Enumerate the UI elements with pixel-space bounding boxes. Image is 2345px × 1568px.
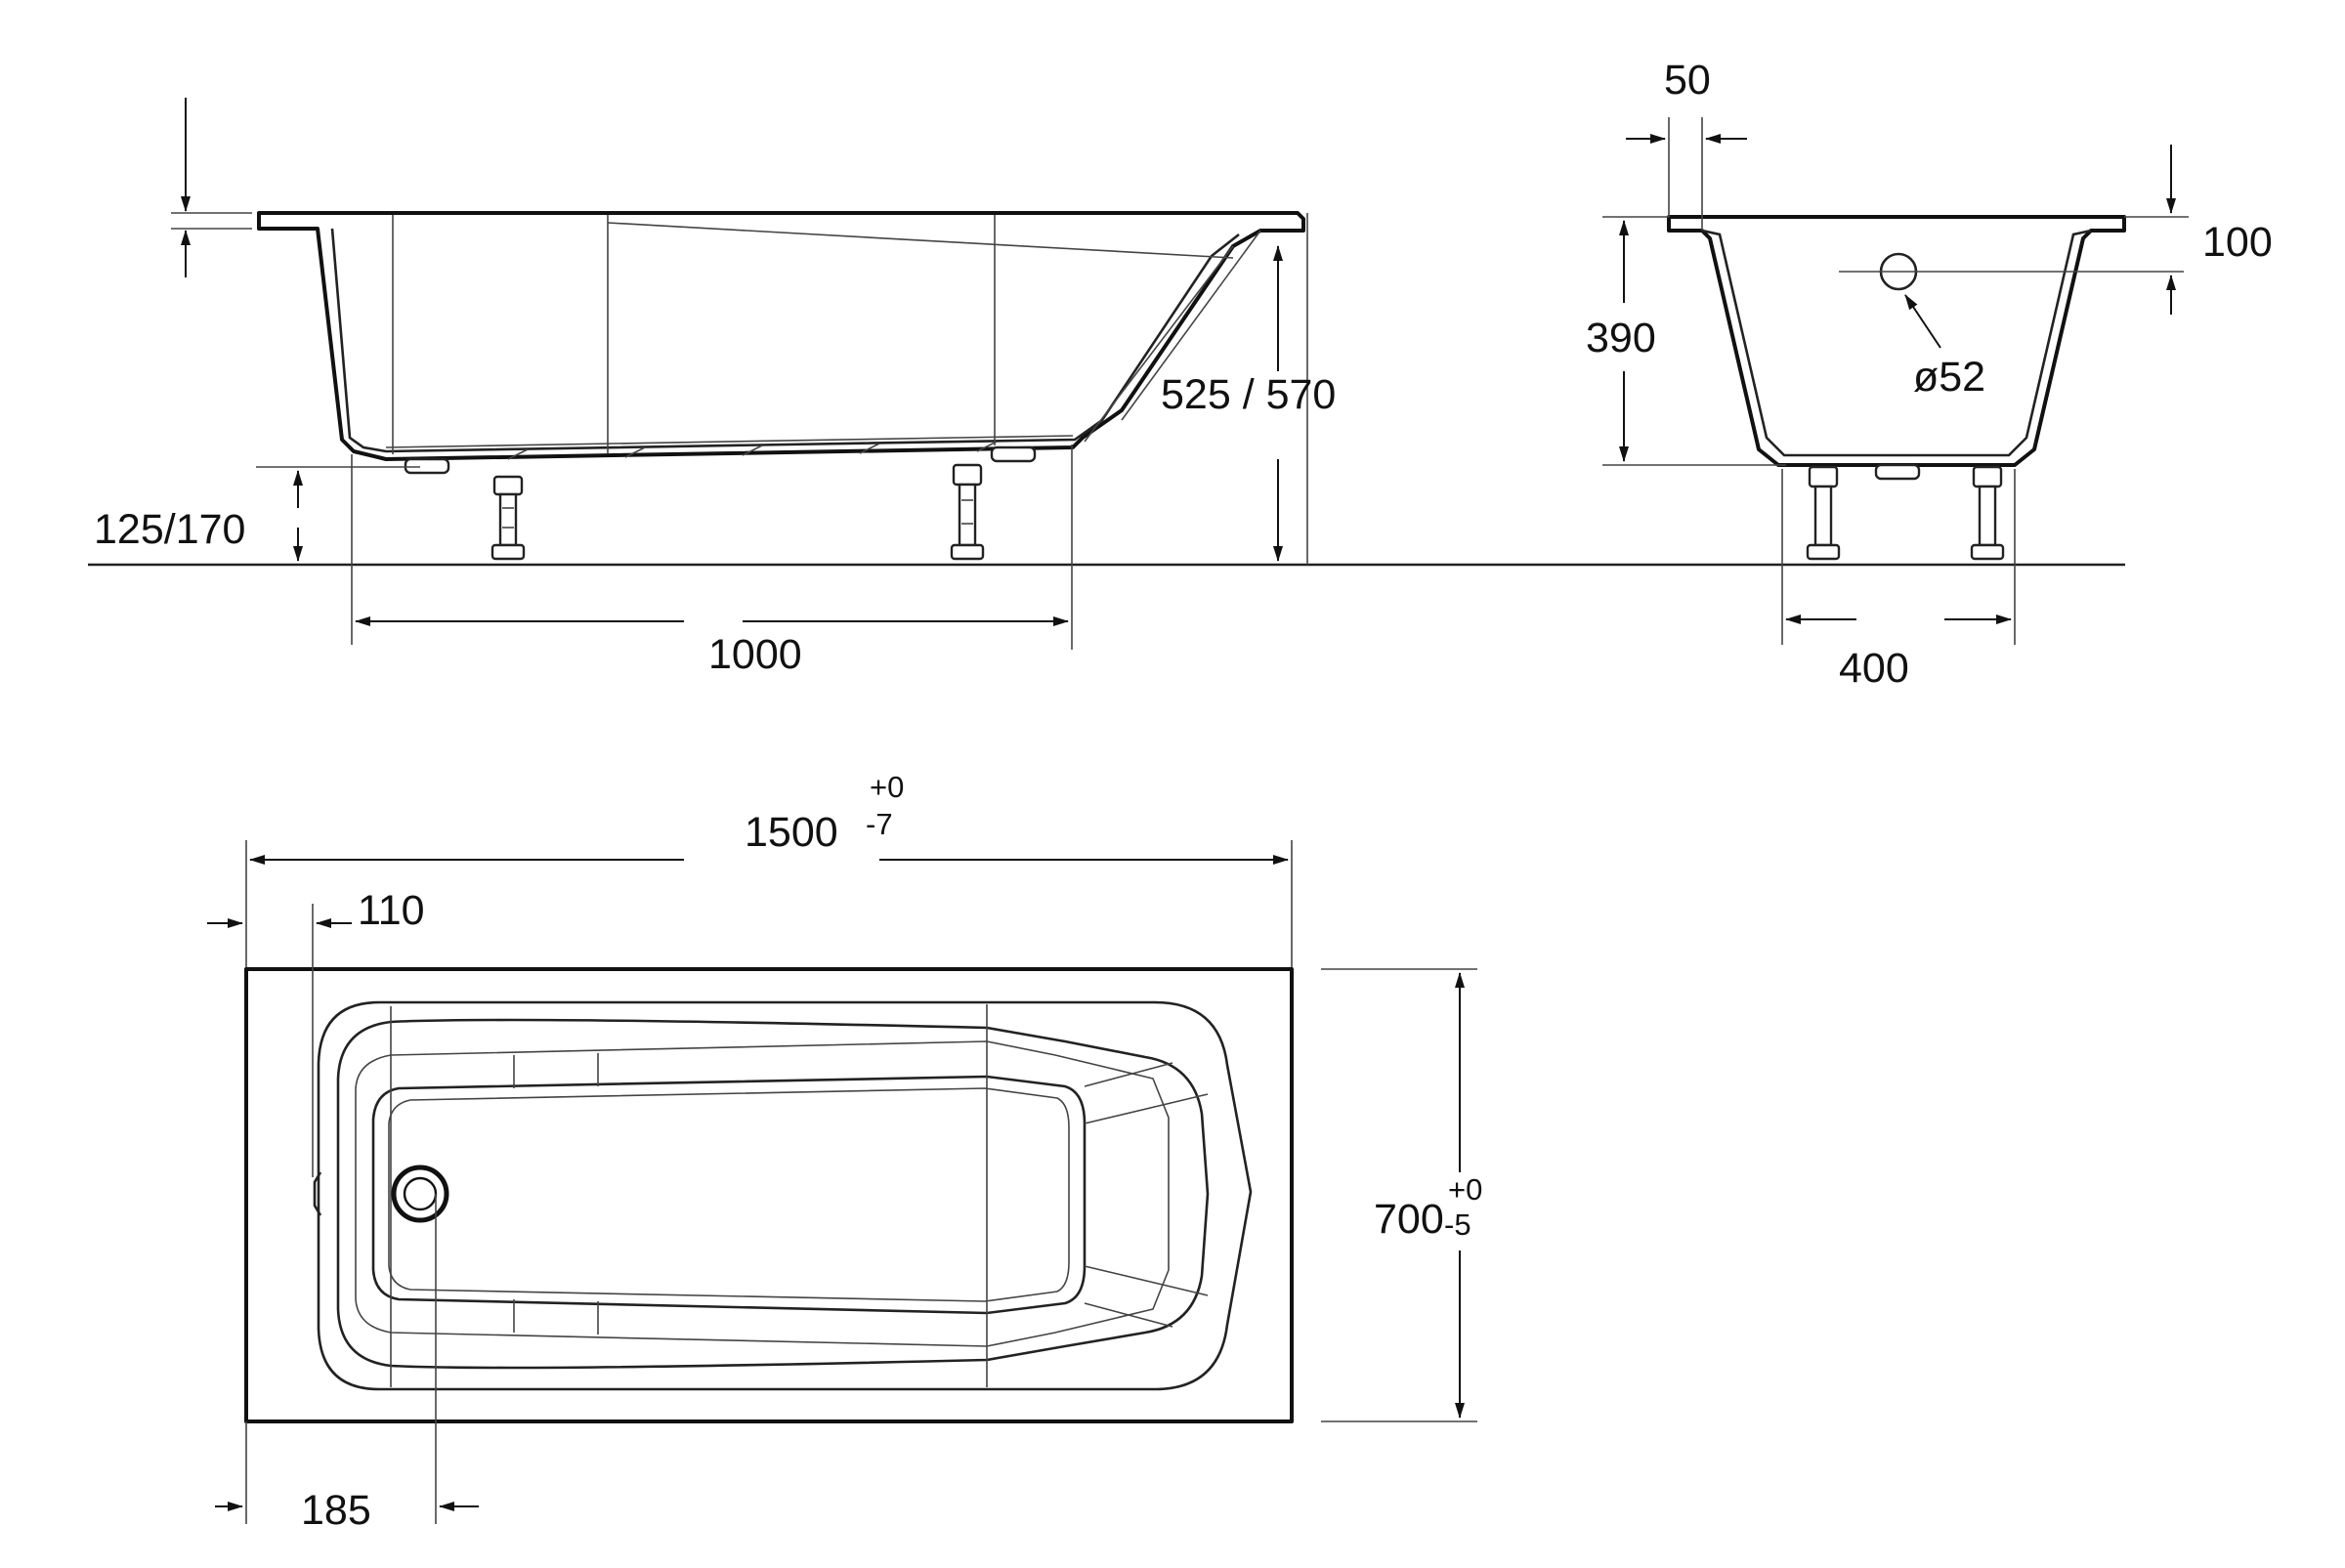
dim-end-depth: 390 <box>1586 216 1786 466</box>
side-tub-outline <box>257 211 1305 461</box>
plan-outer-rim <box>244 967 1294 1423</box>
plan-length-label: 1500 <box>745 809 838 856</box>
side-leg-height-label: 125/170 <box>94 506 245 553</box>
dim-side-leg-height: 125/170 <box>94 466 420 562</box>
plan-width-label: 700 <box>1374 1196 1444 1243</box>
dim-plan-width: 700 +0 -5 <box>1321 968 1482 1422</box>
end-overflow-offset-label: 100 <box>2202 219 2273 266</box>
dim-plan-rim-offset: 110 <box>207 887 425 1177</box>
end-leg-spacing-label: 400 <box>1839 645 1909 692</box>
plan-width-tol-minus: -5 <box>1444 1208 1471 1242</box>
dim-end-overflow-offset: 100 <box>2124 145 2273 315</box>
dim-end-rim: 50 <box>1626 57 1747 231</box>
side-leg-spacing-label: 1000 <box>708 631 802 678</box>
dim-plan-drain-offset: 185 <box>215 1194 479 1534</box>
plan-drain-offset-label: 185 <box>301 1487 371 1534</box>
plan-length-tol-minus: -7 <box>866 807 893 841</box>
plan-inner-contour <box>336 1018 1210 1370</box>
side-height-label: 525 / 570 <box>1161 371 1336 418</box>
plan-view: 1500 +0 -7 110 700 +0 -5 185 <box>207 770 1482 1534</box>
end-leg-left <box>1806 465 1841 561</box>
dim-flange-thickness <box>171 98 252 277</box>
dim-end-leg-spacing: 400 <box>1781 469 2016 692</box>
plan-length-tol-plus: +0 <box>870 770 904 804</box>
end-view: 50 100 390 ø52 400 <box>1586 57 2273 692</box>
dim-side-leg-spacing: 1000 <box>351 445 1073 678</box>
side-view: 525 / 570 125/170 1000 <box>88 98 2125 678</box>
plan-overflow-mark <box>313 1171 322 1216</box>
end-inner-wall <box>1701 229 2092 457</box>
side-inner-wall <box>330 228 1240 453</box>
end-leg-right <box>1970 465 2005 561</box>
plan-basin-floor <box>371 1075 1087 1315</box>
dim-end-overflow-diameter: ø52 <box>1904 294 1985 401</box>
side-leg-left <box>490 475 526 561</box>
dim-plan-length: 1500 +0 -7 <box>245 770 1293 967</box>
end-depth-label: 390 <box>1586 315 1656 361</box>
plan-basin-outline <box>317 1000 1253 1391</box>
plan-width-tol-plus: +0 <box>1448 1172 1482 1207</box>
side-foot-pad <box>990 445 1037 463</box>
dim-side-height: 525 / 570 <box>1161 213 1336 565</box>
plan-rim-offset-label: 110 <box>358 887 425 934</box>
end-overflow-diameter-label: ø52 <box>1913 354 1985 401</box>
side-leg-right <box>950 463 985 561</box>
end-rim-width-label: 50 <box>1664 57 1711 104</box>
side-foot-pad <box>404 457 450 475</box>
